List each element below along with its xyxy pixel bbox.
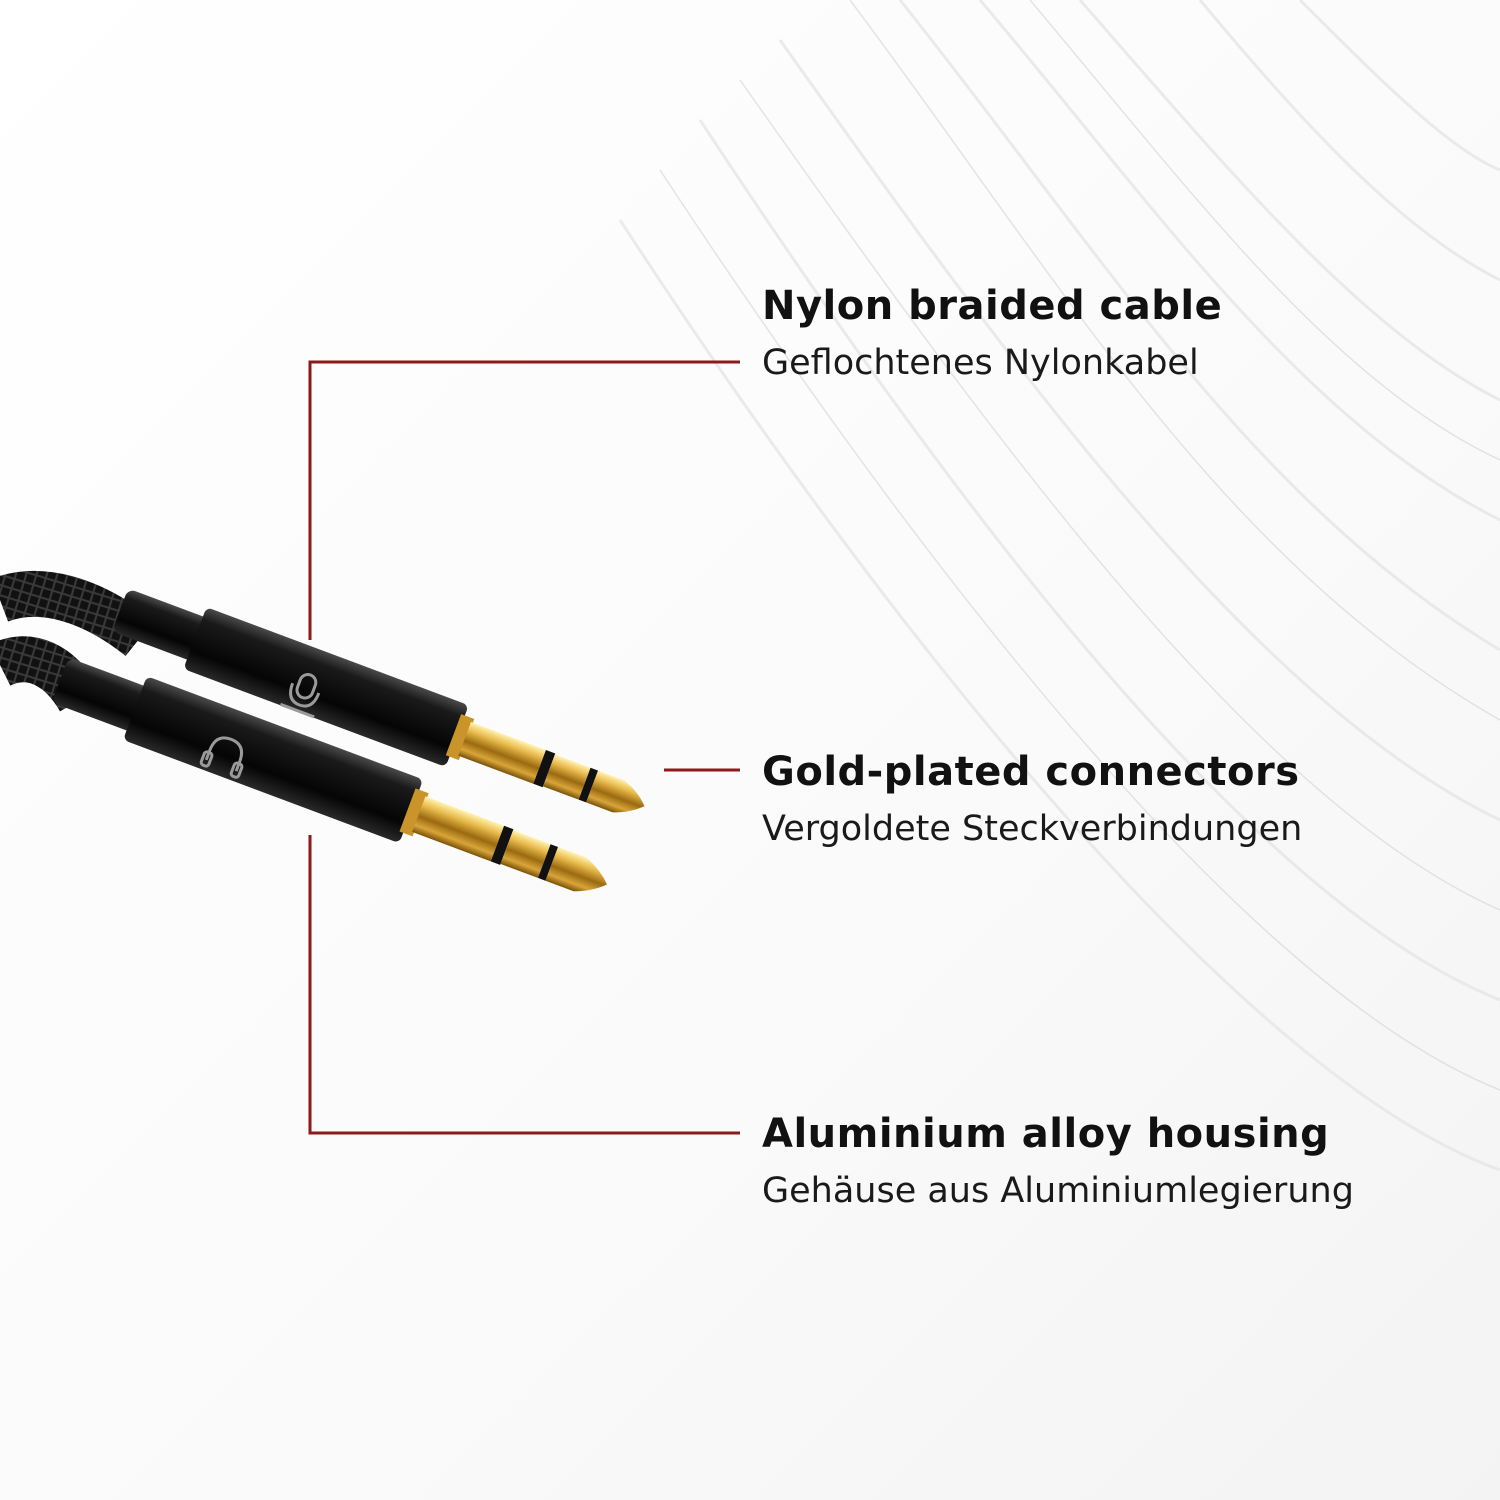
headphones-icon	[199, 736, 244, 779]
callout-lines	[308, 360, 740, 1135]
callout-line-housing	[308, 835, 740, 1135]
feature-subtitle: Geflochtenes Nylonkabel	[762, 343, 1199, 383]
background-waves	[618, 0, 1500, 1172]
feature-connectors: Gold-plated connectors Vergoldete Steckv…	[762, 748, 1302, 852]
feature-subtitle: Vergoldete Steckverbindungen	[762, 809, 1303, 849]
connector-headphones	[53, 659, 608, 892]
feature-housing: Aluminium alloy housing Gehäuse aus Alum…	[762, 1110, 1354, 1214]
microphone-icon	[279, 673, 321, 719]
callout-line-cable	[308, 360, 740, 640]
connector-microphone	[114, 590, 645, 813]
feature-title: Aluminium alloy housing	[762, 1111, 1330, 1157]
feature-subtitle: Gehäuse aus Aluminiumlegierung	[762, 1171, 1354, 1211]
feature-title: Nylon braided cable	[762, 283, 1223, 329]
feature-title: Gold-plated connectors	[762, 749, 1300, 795]
feature-cable: Nylon braided cable Geflochtenes Nylonka…	[762, 282, 1222, 386]
